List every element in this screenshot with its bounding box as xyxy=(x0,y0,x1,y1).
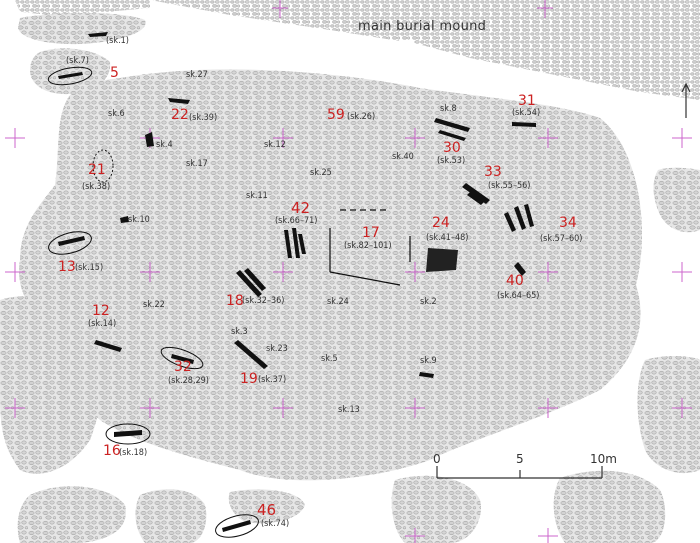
burial-number: 59 xyxy=(327,107,345,123)
north-arrow-icon xyxy=(681,82,691,118)
skeleton-label: sk.23 xyxy=(266,344,288,354)
scale-tick-5: 5 xyxy=(516,452,524,466)
skeleton-label: sk.8 xyxy=(440,104,457,114)
burial-number: 5 xyxy=(110,65,119,81)
skeleton-label: sk.22 xyxy=(143,300,165,310)
burial-number: 17 xyxy=(362,225,380,241)
skeleton-label: (sk.41–48) xyxy=(426,233,469,243)
stone-pavement xyxy=(0,13,700,543)
skeleton-label: sk.9 xyxy=(420,356,437,366)
burial-number: 22 xyxy=(171,107,189,123)
skeleton-label: sk.11 xyxy=(246,191,268,201)
graves xyxy=(47,66,411,538)
burial-number: 18 xyxy=(226,293,244,309)
skeleton-label: (sk.74) xyxy=(261,519,290,529)
burial-number: 32 xyxy=(174,359,192,375)
burial-number: 34 xyxy=(559,215,577,231)
scale-tick-10m: 10m xyxy=(590,452,617,466)
burial-number: 31 xyxy=(518,93,536,109)
skeleton-label: (sk.55–56) xyxy=(488,181,531,191)
burial-number: 21 xyxy=(88,162,106,178)
skeleton-label: (sk.64–65) xyxy=(497,291,540,301)
skeleton-label: (sk.57–60) xyxy=(540,234,583,244)
skeleton-label: (sk.18) xyxy=(119,448,148,458)
skeleton-label: sk.12 xyxy=(264,140,286,150)
skeleton-label: (sk.1) xyxy=(106,36,129,46)
skeleton-label: sk.2 xyxy=(420,297,437,307)
burial-number: 30 xyxy=(443,140,461,156)
skeletons xyxy=(58,32,536,532)
skeleton-label: sk.10 xyxy=(128,215,150,225)
burial-number: 42 xyxy=(291,199,311,217)
map-title: main burial mound xyxy=(358,19,487,34)
scale-bar xyxy=(436,466,603,479)
burial-number: 24 xyxy=(432,215,450,231)
skeleton-label: sk.24 xyxy=(327,297,349,307)
skeleton-label: (sk.28,29) xyxy=(168,376,209,386)
skeleton-label: sk.3 xyxy=(231,327,248,337)
burial-number: 16 xyxy=(103,443,121,459)
skeleton-label: (sk.54) xyxy=(512,108,541,118)
skeleton-label: (sk.7) xyxy=(66,56,89,66)
skeleton-label: (sk.32–36) xyxy=(242,296,285,306)
skeleton-label: sk.17 xyxy=(186,159,208,169)
burial-number: 12 xyxy=(92,303,110,319)
burial-number: 13 xyxy=(58,259,76,275)
skeleton-label: (sk.39) xyxy=(189,113,218,123)
skeleton-label: sk.4 xyxy=(156,140,173,150)
skeleton-label: sk.40 xyxy=(392,152,414,162)
skeleton-label: (sk.66–71) xyxy=(275,216,318,226)
skeleton-label: sk.13 xyxy=(338,405,360,415)
skeleton-label: sk.6 xyxy=(108,109,125,119)
skeleton-label: (sk.14) xyxy=(88,319,117,329)
skeleton-label: (sk.37) xyxy=(258,375,287,385)
skeleton-label: (sk.26) xyxy=(347,112,376,122)
burial-number: 33 xyxy=(484,164,502,180)
skeleton-label: (sk.53) xyxy=(437,156,466,166)
skeleton-label: sk.27 xyxy=(186,70,208,80)
skeleton-label: sk.5 xyxy=(321,354,338,364)
skeleton-label: (sk.15) xyxy=(75,263,104,273)
skeleton-label: (sk.38) xyxy=(82,182,111,192)
scale-tick-0: 0 xyxy=(433,452,441,466)
skeleton-label: (sk.82–101) xyxy=(344,241,392,251)
burial-number: 19 xyxy=(240,371,258,387)
skeleton-label: sk.25 xyxy=(310,168,332,178)
burial-number: 46 xyxy=(257,501,277,519)
burial-number: 40 xyxy=(506,273,524,289)
